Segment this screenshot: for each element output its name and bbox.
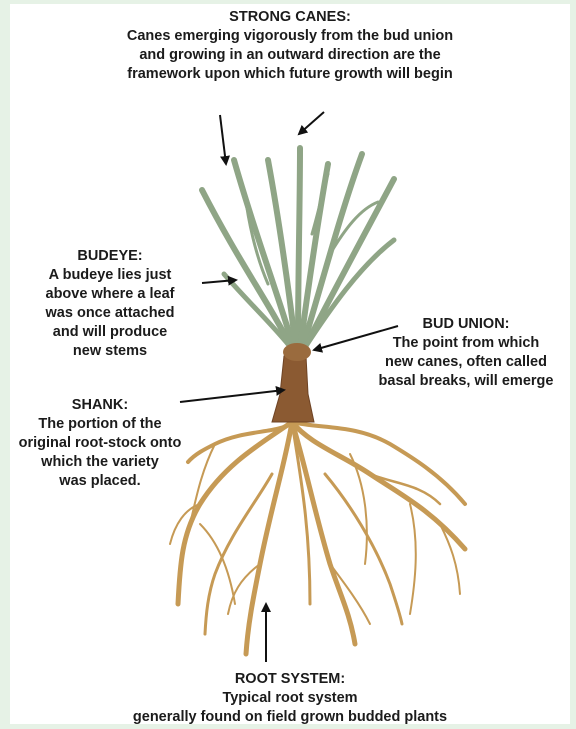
root-system-drawing (170, 422, 465, 654)
shank-title: SHANK: (10, 396, 190, 415)
shank-line: which the variety (10, 453, 190, 472)
root-system-line: Typical root system (80, 689, 500, 708)
diagram-canvas: STRONG CANES: Canes emerging vigorously … (10, 4, 570, 724)
strong-canes-line: and growing in an outward direction are … (70, 46, 510, 65)
shank-line: was placed. (10, 472, 190, 491)
budeye-line: was once attached (10, 304, 210, 323)
strong-canes-line: Canes emerging vigorously from the bud u… (70, 27, 510, 46)
shank-line: original root-stock onto (10, 434, 190, 453)
bud-union-label: BUD UNION: The point from which new cane… (362, 315, 570, 391)
canes-arrow-left (220, 115, 226, 164)
root-system-label: ROOT SYSTEM: Typical root system general… (80, 670, 500, 724)
bud-union-line: new canes, often called (362, 353, 570, 372)
budeye-line: above where a leaf (10, 285, 210, 304)
shank-drawing (272, 356, 314, 422)
budeye-line: A budeye lies just (10, 266, 210, 285)
budeye-label: BUDEYE: A budeye lies just above where a… (10, 247, 210, 361)
budeye-line: and will produce (10, 323, 210, 342)
strong-canes-label: STRONG CANES: Canes emerging vigorously … (70, 8, 510, 84)
bud-union-title: BUD UNION: (362, 315, 570, 334)
strong-canes-line: framework upon which future growth will … (70, 65, 510, 84)
bud-union-line: The point from which (362, 334, 570, 353)
root-system-line: generally found on field grown budded pl… (80, 708, 500, 724)
shank-line: The portion of the (10, 415, 190, 434)
shank-label: SHANK: The portion of the original root-… (10, 396, 190, 491)
budeye-title: BUDEYE: (10, 247, 210, 266)
bud-union-drawing (283, 343, 311, 361)
root-system-title: ROOT SYSTEM: (80, 670, 500, 689)
budeye-line: new stems (10, 342, 210, 361)
shank-arrow (180, 390, 284, 402)
strong-canes-title: STRONG CANES: (70, 8, 510, 27)
bud-union-line: basal breaks, will emerge (362, 372, 570, 391)
canes-arrow-right (299, 112, 324, 134)
